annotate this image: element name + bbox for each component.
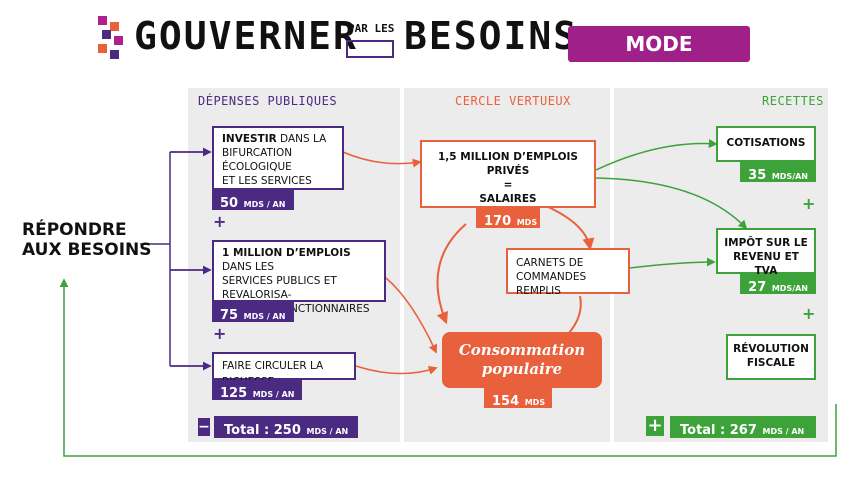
- richesse-amount: 125 MDS / AN: [212, 380, 302, 401]
- repondre-line2: AUX BESOINS: [22, 240, 152, 260]
- impot-box: IMPÔT SUR LE REVENU ET TVA: [716, 228, 816, 277]
- cotisations-label: COTISATIONS: [726, 137, 806, 149]
- depenses-total-sign: −: [198, 418, 210, 436]
- plus-4: +: [802, 304, 816, 323]
- investir-line2: BIFURCATION ÉCOLOGIQUE: [222, 147, 293, 173]
- revolution-line2: FISCALE: [746, 357, 796, 369]
- depense-investir: INVESTIR DANS LA BIFURCATION ÉCOLOGIQUE …: [212, 126, 344, 201]
- heading-recettes: RECETTES: [762, 94, 824, 108]
- consommation-line1: Consommation: [458, 341, 586, 359]
- title-right: BESOINS: [404, 14, 579, 58]
- emplois-prives-line3: SALAIRES: [479, 193, 537, 205]
- logo-mark: [96, 14, 130, 62]
- emplois-prives-line1: 1,5 MILLION D’EMPLOIS PRIVÉS: [437, 151, 578, 177]
- carnets-box: CARNETS DE COMMANDES REMPLIS: [506, 248, 630, 297]
- heading-cercle: CERCLE VERTUEUX: [455, 94, 571, 108]
- investir-bold: INVESTIR: [222, 133, 277, 145]
- consommation-amount: 154 MDS: [484, 388, 552, 409]
- logo-cross-icon: [98, 16, 123, 59]
- impot-amount: 27 MDS/AN: [740, 274, 816, 295]
- mode-emploi-badge: MODE D’EMPLOI: [568, 26, 750, 92]
- heading-depenses: DÉPENSES PUBLIQUES: [198, 94, 338, 108]
- plus-3: +: [802, 194, 816, 213]
- investir-rest: DANS LA: [276, 133, 327, 145]
- title-small: PAR LES: [348, 22, 395, 35]
- revolution-line1: RÉVOLUTION: [733, 343, 809, 355]
- emplois-line2: SERVICES PUBLICS ET REVALORISA-: [222, 275, 337, 301]
- depenses-total: Total : 250 MDS / AN: [214, 416, 358, 438]
- consommation-box: Consommation populaire: [442, 332, 602, 388]
- recettes-total-sign: +: [646, 415, 664, 436]
- emplois-prives-line2: =: [503, 179, 513, 191]
- recettes-total: Total : 267 MDS / AN: [670, 416, 816, 438]
- emplois-rest: DANS LES: [222, 261, 275, 273]
- cotisations-box: COTISATIONS: [716, 126, 816, 162]
- depense-emplois: 1 MILLION D’EMPLOIS DANS LES SERVICES PU…: [212, 240, 386, 315]
- emplois-prives-box: 1,5 MILLION D’EMPLOIS PRIVÉS = SALAIRES: [420, 140, 596, 208]
- impot-line1: IMPÔT SUR LE: [724, 237, 808, 249]
- cotisations-amount: 35 MDS/AN: [740, 162, 816, 183]
- emplois-bold: 1 MILLION D’EMPLOIS: [222, 247, 351, 259]
- revolution-box: RÉVOLUTION FISCALE: [726, 334, 816, 380]
- depense-richesse: FAIRE CIRCULER LA RICHESSE: [212, 352, 356, 388]
- title-left: GOUVERNER: [134, 14, 358, 58]
- repondre-line1: RÉPONDRE: [22, 220, 127, 240]
- investir-amount: 50 MDS / AN: [212, 190, 294, 211]
- plus-2: +: [213, 324, 227, 343]
- repondre-label: RÉPONDRE AUX BESOINS: [22, 220, 152, 260]
- emplois-amount: 75 MDS / AN: [212, 302, 294, 323]
- carnets-line2: COMMANDES REMPLIS: [516, 271, 587, 297]
- carnets-line1: CARNETS DE: [516, 257, 584, 269]
- consommation-line2: populaire: [481, 360, 563, 378]
- emplois-prives-amount: 170 MDS: [476, 208, 540, 229]
- plus-1: +: [213, 212, 227, 231]
- title-small-box: [346, 40, 394, 58]
